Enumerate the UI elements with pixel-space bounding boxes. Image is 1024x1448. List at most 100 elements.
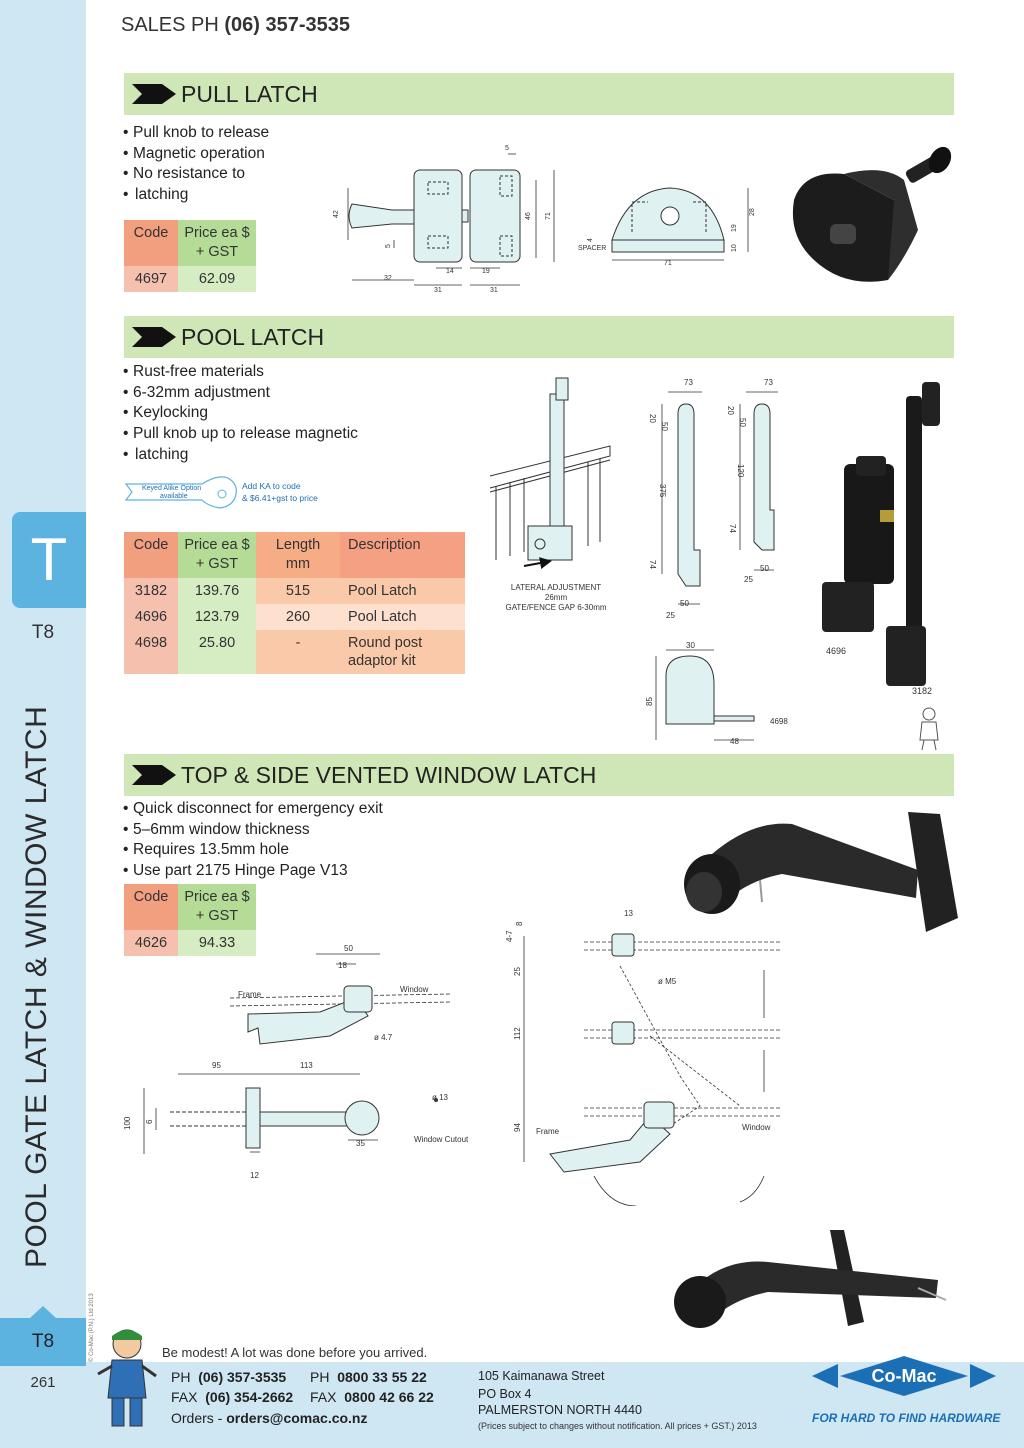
- svg-text:113: 113: [300, 1061, 313, 1070]
- svg-text:12: 12: [250, 1171, 259, 1180]
- bottom-section-code[interactable]: T8: [0, 1306, 86, 1366]
- address-line: PALMERSTON NORTH 4440: [478, 1403, 642, 1417]
- section-title: POOL LATCH: [181, 324, 325, 350]
- svg-text:& $6.41+gst to price: & $6.41+gst to price: [242, 493, 318, 503]
- feature-item: 6-32mm adjustment: [123, 383, 358, 404]
- sales-label: SALES PH: [121, 14, 219, 36]
- cell-code: 4697: [124, 266, 178, 292]
- svg-text:14: 14: [446, 268, 454, 275]
- svg-text:46: 46: [525, 212, 532, 220]
- svg-text:35: 35: [356, 1139, 365, 1148]
- feature-item: Pull knob to release: [123, 123, 269, 144]
- section-title: PULL LATCH: [181, 81, 318, 107]
- feature-item-cont: latching: [123, 445, 358, 466]
- sales-phone-header: SALES PH (06) 357-3535: [121, 14, 350, 37]
- vertical-page-title: POOL GATE LATCH & WINDOW LATCH: [20, 705, 53, 1268]
- svg-text:Add KA to code: Add KA to code: [242, 481, 301, 491]
- window-latch-product-photo-2: [674, 1230, 947, 1328]
- orders-email-link[interactable]: orders@comac.co.nz: [226, 1410, 368, 1426]
- page-number: 261: [30, 1374, 56, 1391]
- cell-price: 94.33: [178, 930, 256, 956]
- section-tab[interactable]: T: [12, 512, 86, 608]
- header-price: Price ea $+ GST: [178, 884, 256, 930]
- svg-text:6: 6: [145, 1119, 154, 1124]
- feature-item: Pull knob up to release magnetic: [123, 424, 358, 445]
- chevron-arrow-icon: [132, 327, 176, 347]
- svg-text:120: 120: [736, 464, 745, 478]
- svg-text:4696: 4696: [826, 646, 846, 656]
- header-code: Code: [124, 220, 178, 266]
- header-code: Code: [124, 884, 178, 930]
- svg-text:42: 42: [333, 210, 340, 218]
- feature-item: Rust-free materials: [123, 362, 358, 383]
- svg-text:5: 5: [505, 145, 509, 152]
- pool-latch-dimensions: 73 20 50 375 74 50 25 73 20 50 120 74 50…: [648, 378, 778, 620]
- svg-text:50: 50: [738, 418, 747, 427]
- svg-text:4: 4: [587, 238, 594, 242]
- section-code: T8: [31, 622, 55, 643]
- cell-description: Pool Latch: [340, 604, 465, 630]
- comac-logo[interactable]: Co-Mac: [812, 1354, 996, 1406]
- feature-item: Quick disconnect for emergency exit: [123, 799, 383, 820]
- svg-text:10: 10: [731, 244, 738, 252]
- keyed-alike-badge[interactable]: Keyed Alike Option available Add KA to c…: [122, 470, 342, 518]
- svg-text:Frame: Frame: [536, 1127, 560, 1136]
- chevron-arrow-icon: [132, 765, 176, 785]
- svg-text:71: 71: [664, 260, 672, 267]
- svg-text:Keyed Alike Option: Keyed Alike Option: [142, 485, 201, 492]
- svg-text:3182: 3182: [912, 686, 932, 696]
- sales-phone-number[interactable]: (06) 357-3535: [224, 14, 351, 36]
- svg-text:GATE/FENCE GAP 6-30mm: GATE/FENCE GAP 6-30mm: [505, 603, 606, 612]
- table-header-row: Code Price ea $+ GST: [124, 220, 256, 266]
- pull-latch-features: Pull knob to release Magnetic operation …: [123, 123, 269, 206]
- svg-text:13: 13: [624, 909, 633, 918]
- cell-code: 4698: [124, 630, 178, 674]
- svg-text:48: 48: [730, 737, 739, 746]
- cell-price: 139.76: [178, 578, 256, 604]
- table-row: 4697 62.09: [124, 266, 256, 292]
- svg-text:Window: Window: [400, 985, 429, 994]
- footer-freephone[interactable]: PH 0800 33 55 22: [310, 1369, 427, 1385]
- price-disclaimer: (Prices subject to changes without notif…: [478, 1421, 757, 1431]
- window-latch-features: Quick disconnect for emergency exit 5–6m…: [123, 799, 383, 882]
- pool-latch-header: POOL LATCH: [124, 316, 954, 358]
- chevron-arrow-icon: [132, 84, 176, 104]
- header-price: Price ea $+ GST: [178, 220, 256, 266]
- svg-text:Window Cutout: Window Cutout: [414, 1135, 469, 1144]
- svg-text:50: 50: [760, 564, 769, 573]
- svg-text:375: 375: [658, 484, 667, 498]
- window-latch-header: TOP & SIDE VENTED WINDOW LATCH: [124, 754, 954, 796]
- feature-item: Requires 13.5mm hole: [123, 840, 383, 861]
- svg-text:71: 71: [545, 212, 552, 220]
- feature-item: Keylocking: [123, 403, 358, 424]
- footer-fax: FAX (06) 354-2662: [171, 1389, 294, 1405]
- window-latch-swing-diagram: 13 4-7 8 25 ø M5 112 94 Frame Window: [505, 909, 780, 1206]
- section-title: TOP & SIDE VENTED WINDOW LATCH: [181, 762, 597, 788]
- pull-latch-product-photo: [792, 146, 952, 282]
- svg-text:19: 19: [482, 268, 490, 275]
- sidebar: T T8 POOL GATE LATCH & WINDOW LATCH T8 2…: [0, 0, 86, 1448]
- footer-phone[interactable]: PH (06) 357-3535: [171, 1369, 287, 1385]
- pool-latch-product-photo: 4696 3182: [822, 382, 940, 696]
- header-code: Code: [124, 532, 178, 578]
- window-latch-price-table: Code Price ea $+ GST 4626 94.33: [124, 884, 256, 956]
- svg-text:5: 5: [385, 244, 392, 248]
- svg-text:19: 19: [731, 224, 738, 232]
- svg-text:50: 50: [660, 422, 669, 431]
- svg-text:4698: 4698: [770, 717, 788, 726]
- svg-text:ø 13: ø 13: [432, 1093, 449, 1102]
- address-line: 105 Kaimanawa Street: [478, 1369, 605, 1383]
- mascot-sketch-icon: [919, 707, 939, 751]
- svg-text:74: 74: [648, 560, 657, 569]
- window-latch-product-photo: [684, 812, 958, 932]
- svg-text:50: 50: [680, 599, 689, 608]
- table-row: 3182 139.76 515 Pool Latch: [124, 578, 465, 604]
- svg-text:100: 100: [123, 1116, 132, 1130]
- feature-item: Use part 2175 Hinge Page V13: [123, 861, 383, 882]
- feature-item: No resistance to: [123, 164, 269, 185]
- svg-text:20: 20: [726, 406, 735, 415]
- table-header-row: Code Price ea $+ GST: [124, 884, 256, 930]
